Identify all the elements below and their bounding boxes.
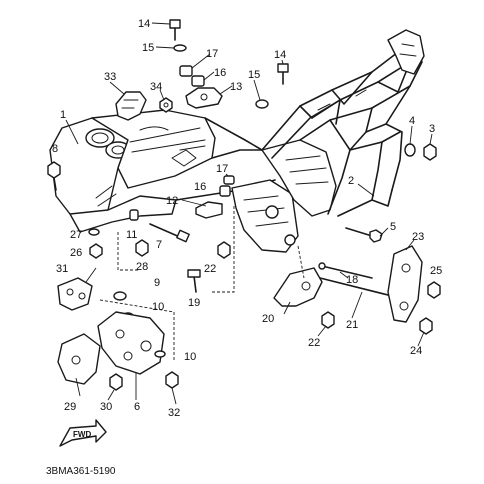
callout-17-middle: 17 (216, 163, 228, 175)
part-29-guard (57, 333, 101, 385)
part-16-damper-top (191, 75, 205, 87)
part-4-collar (404, 143, 416, 157)
callout-13: 13 (230, 81, 242, 93)
callout-7: 7 (156, 239, 162, 251)
part-23-plate (387, 245, 423, 323)
callout-21: 21 (346, 319, 358, 331)
part-11-spacer (129, 209, 139, 221)
part-20-bracket (273, 267, 323, 307)
callout-6: 6 (134, 401, 140, 413)
callout-33: 33 (104, 71, 116, 83)
callout-32: 32 (168, 407, 180, 419)
part-22-nut-bottom (321, 311, 335, 329)
callout-23: 23 (412, 231, 424, 243)
callout-22-bottom: 22 (308, 337, 320, 349)
part-9-collar (113, 291, 127, 301)
part-32-bolt (165, 371, 179, 389)
part-28-nut (135, 239, 149, 257)
callout-8: 8 (52, 143, 58, 155)
part-15-washer-right (255, 99, 269, 109)
part-34-nut (159, 97, 173, 113)
part-12-bracket (195, 201, 223, 219)
callout-15-top: 15 (142, 42, 154, 54)
part-14-bolt-right (277, 63, 289, 85)
callout-17-top: 17 (206, 48, 218, 60)
part-8-bolt (47, 161, 61, 191)
callout-10-lower: 10 (184, 351, 196, 363)
diagram-code: 3BMA361-5190 (46, 466, 116, 477)
part-25-bolt (427, 281, 441, 299)
part-19-bolt (187, 269, 201, 293)
callout-29: 29 (64, 401, 76, 413)
part-7-bolt (149, 223, 190, 243)
part-5-bolt (345, 227, 383, 243)
callouts: 14 15 17 16 13 33 34 1 8 14 15 4 3 2 17 … (52, 18, 442, 419)
callout-12: 12 (166, 195, 178, 207)
main-frame (49, 29, 425, 253)
callout-22-middle: 22 (204, 263, 216, 275)
callout-4: 4 (409, 115, 415, 127)
part-16-damper-middle (219, 185, 231, 197)
part-24-bolt (419, 317, 433, 335)
callout-16-middle: 16 (194, 181, 206, 193)
callout-16-top: 16 (214, 67, 226, 79)
part-17-collar-middle (223, 175, 235, 185)
part-17-collar-top (179, 65, 193, 77)
part-30-bolt (109, 373, 123, 391)
part-18-shaft (318, 262, 373, 279)
part-6-bracket (97, 311, 165, 375)
callout-18: 18 (346, 274, 358, 286)
fwd-label: FWD (73, 430, 91, 439)
callout-27: 27 (70, 229, 82, 241)
callout-14-top: 14 (138, 18, 150, 30)
callout-5: 5 (390, 221, 396, 233)
part-33-cover (115, 91, 147, 121)
callout-11: 11 (126, 229, 137, 241)
part-26-nut (89, 243, 103, 259)
part-31-bracket (57, 277, 93, 311)
callout-34: 34 (150, 81, 162, 93)
callout-10-upper: 10 (152, 301, 164, 313)
part-15-washer-top (173, 44, 187, 52)
callout-15-right: 15 (248, 69, 260, 81)
callout-14-right: 14 (274, 49, 286, 61)
callout-3: 3 (429, 123, 435, 135)
callout-2: 2 (348, 175, 354, 187)
grouping-lines (99, 206, 305, 360)
leader-lines (65, 22, 433, 405)
fwd-arrow-icon: FWD (59, 419, 107, 447)
callout-31: 31 (56, 263, 68, 275)
callout-20: 20 (262, 313, 274, 325)
callout-19: 19 (188, 297, 200, 309)
part-27-washer (88, 228, 100, 236)
callout-30: 30 (100, 401, 112, 413)
part-22-collar-middle (217, 241, 231, 259)
callout-25: 25 (430, 265, 442, 277)
callout-26: 26 (70, 247, 82, 259)
part-3-bolt (423, 143, 437, 161)
part-13-bracket (185, 87, 223, 109)
part-14-bolt-top (169, 19, 181, 41)
callout-24: 24 (410, 345, 422, 357)
callout-9: 9 (154, 277, 160, 289)
part-10-washer-lower (154, 350, 166, 358)
callout-1: 1 (60, 109, 66, 121)
callout-28: 28 (136, 261, 148, 273)
